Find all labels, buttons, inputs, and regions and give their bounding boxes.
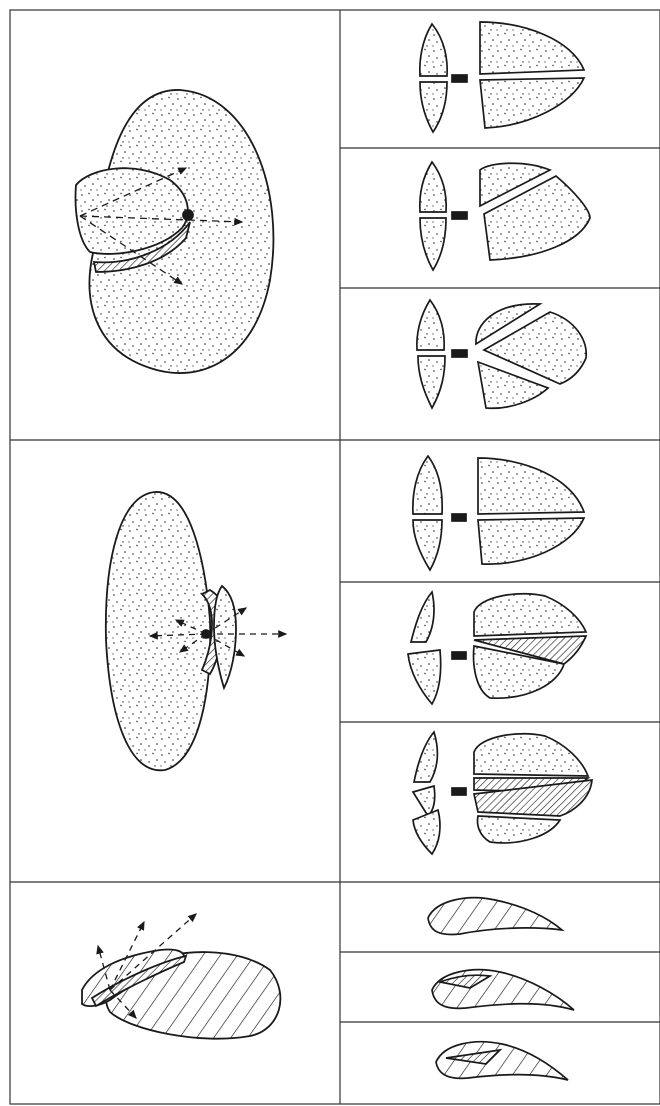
row3-main-view (81, 913, 282, 1040)
row1-main-view (74, 89, 275, 374)
side-flake (213, 584, 237, 691)
row2-variant-b (407, 590, 588, 706)
row2-variant-c (411, 730, 593, 856)
row2-variant-a (412, 454, 586, 572)
row1-variant-b (418, 160, 591, 272)
grid-lines (9, 9, 660, 1105)
row1-variant-a (418, 21, 586, 134)
force-arrows (96, 913, 197, 1019)
force-arrows (79, 167, 244, 285)
flake-edge (92, 221, 191, 273)
row3-variant-b (431, 968, 575, 1011)
impact-point (182, 209, 194, 221)
flake-edge (90, 954, 188, 1008)
row2-main-view (104, 491, 288, 772)
force-arrows (148, 607, 288, 657)
row3-variant-a (427, 896, 565, 936)
row1-variant-c (416, 298, 587, 410)
row3-variant-c (435, 1040, 569, 1081)
elongated-core (104, 491, 212, 772)
